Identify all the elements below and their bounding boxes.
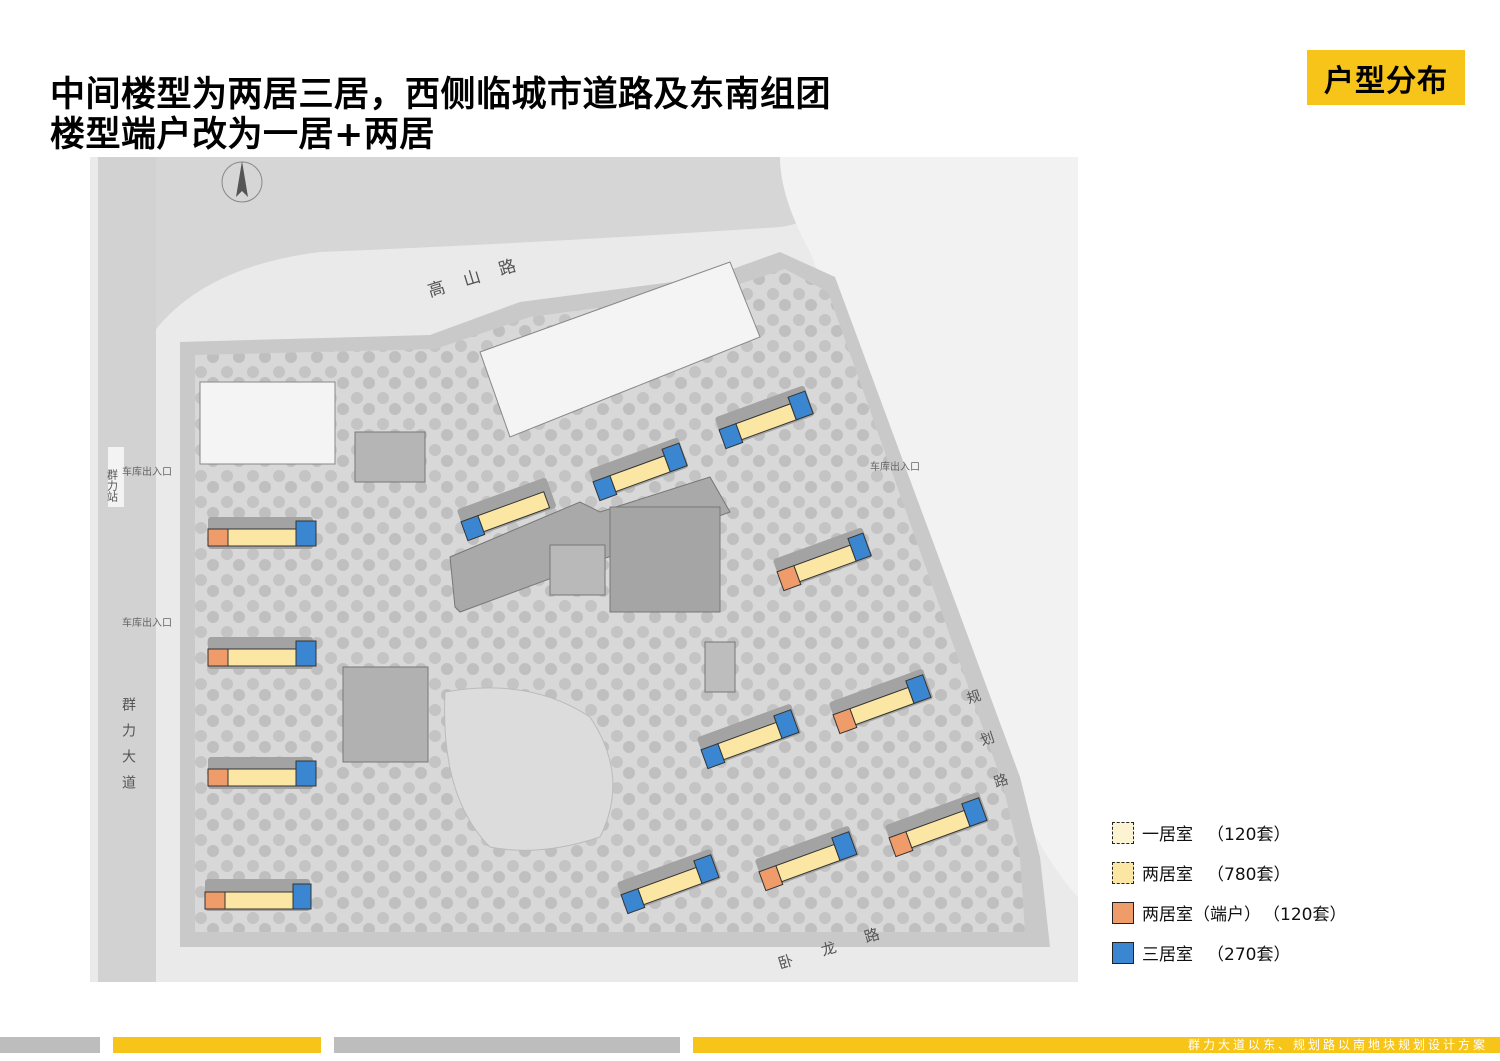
legend-swatch-three-bedroom <box>1112 941 1134 964</box>
residential-building <box>207 637 317 669</box>
station-box <box>108 447 124 507</box>
residential-building <box>829 669 933 735</box>
legend-count: （120套） <box>1263 905 1347 925</box>
residential-building <box>755 826 859 892</box>
station-label: 群力站 <box>106 468 119 503</box>
residential-building <box>885 792 989 858</box>
legend-swatch-two-bedroom <box>1112 861 1134 884</box>
garage-label: 车库出入口 <box>122 465 172 478</box>
residential-building <box>715 385 814 450</box>
garage-label: 车库出入口 <box>122 616 172 629</box>
legend-item: 三居室 （270套） <box>1112 940 1290 965</box>
central-garden <box>444 687 614 851</box>
residential-building <box>589 437 688 502</box>
north-arrow-icon <box>221 161 263 203</box>
legend-label: 两居室 <box>1142 865 1193 885</box>
footer-bar-segment <box>0 1037 100 1053</box>
commercial-buildings <box>199 261 761 763</box>
residential-building <box>697 704 801 770</box>
footer-bar-segment <box>113 1037 321 1053</box>
legend-item: 一居室 （120套） <box>1112 820 1290 845</box>
residential-building <box>617 849 721 915</box>
legend-count: （120套） <box>1207 825 1291 845</box>
legend-label: 两居室（端户） <box>1142 905 1261 925</box>
road-label-west: 群力大道 <box>120 697 136 801</box>
legend-swatch-one-bedroom <box>1112 821 1134 844</box>
north-road-curve <box>108 157 815 982</box>
west-road <box>98 157 156 982</box>
legend-swatch-two-bedroom-end <box>1112 901 1134 924</box>
section-badge: 户型分布 <box>1307 50 1465 105</box>
page-title-line2: 楼型端户改为一居+两居 <box>50 115 435 155</box>
site-plan-map: 高山路 群力大道 群力站 规划路 卧龙路 车库出入口 车库出入口 车库出入口 <box>90 157 1078 982</box>
footer-project-title: 群力大道以东、规划路以南地块规划设计方案 <box>1187 1038 1488 1052</box>
residential-building <box>457 477 556 542</box>
residential-building <box>207 517 317 549</box>
footer-bar-segment <box>693 1037 1500 1053</box>
legend-count: （270套） <box>1207 945 1291 965</box>
footer-bar-segment <box>334 1037 680 1053</box>
legend-item: 两居室（端户） （120套） <box>1112 900 1346 925</box>
legend-count: （780套） <box>1207 865 1291 885</box>
garage-label: 车库出入口 <box>870 460 920 473</box>
legend-label: 一居室 <box>1142 825 1193 845</box>
residential-building <box>204 879 312 911</box>
legend-item: 两居室 （780套） <box>1112 860 1290 885</box>
residential-building <box>773 527 872 592</box>
page-title-line1: 中间楼型为两居三居，西侧临城市道路及东南组团 <box>50 75 832 115</box>
residential-building <box>207 757 317 789</box>
legend-label: 三居室 <box>1142 945 1193 965</box>
